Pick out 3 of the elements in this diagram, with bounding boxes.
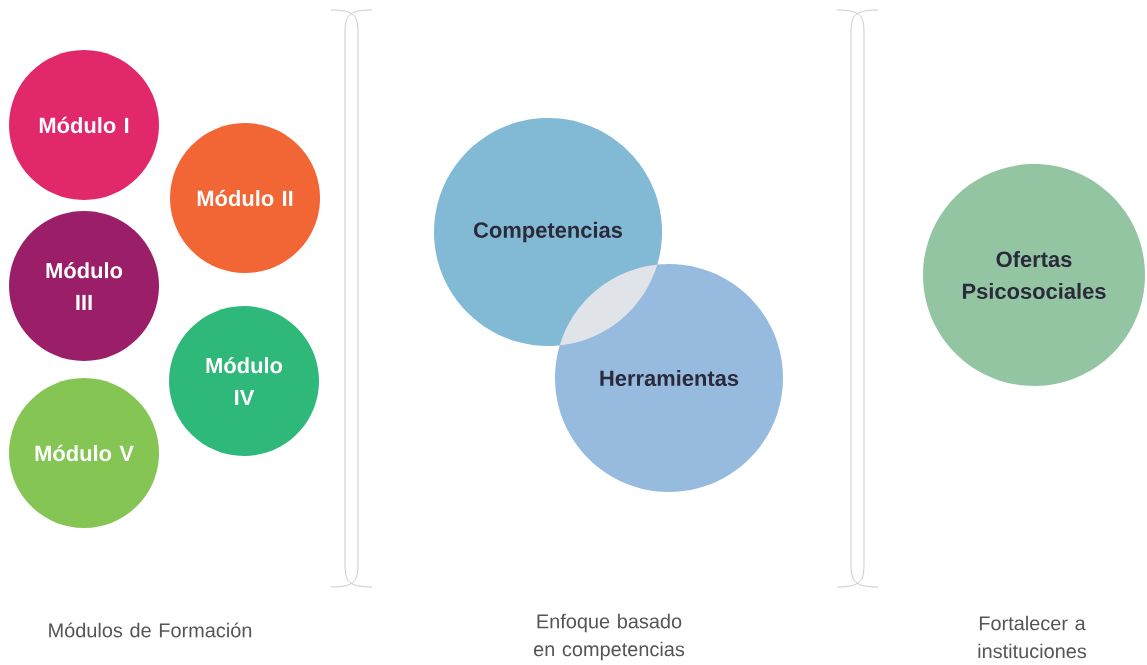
caption: Enfoque basado en competencias (534, 613, 685, 661)
caption: Fortalecer a instituciones (978, 615, 1087, 659)
caption: Módulos de Formación (49, 622, 252, 638)
